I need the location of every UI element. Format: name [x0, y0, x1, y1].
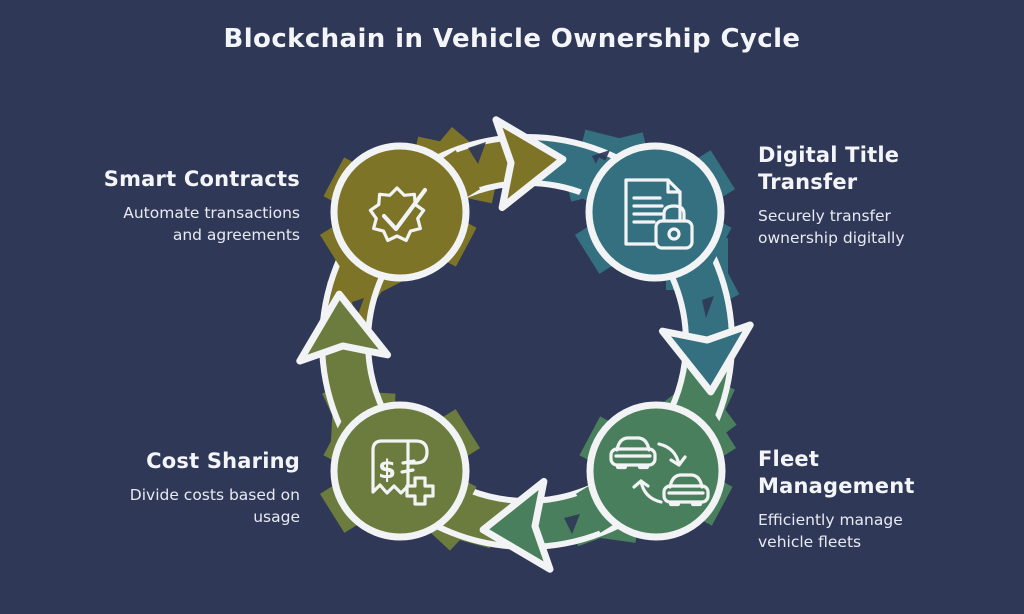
car-roof — [615, 436, 651, 452]
lock-body — [654, 219, 694, 250]
receipt-plus-icon: $ — [371, 439, 435, 506]
swap-arrow-up — [632, 479, 663, 504]
node-circles — [330, 142, 726, 541]
node-title: Digital Title Transfer — [758, 143, 900, 194]
car-body — [609, 447, 657, 467]
arc-navy-patch — [468, 142, 486, 164]
car-swap-icon — [609, 436, 710, 507]
check-mark — [381, 187, 428, 232]
lock-shackle — [662, 204, 686, 223]
cycle-arrow-right — [658, 321, 754, 396]
receipt-roll — [406, 439, 429, 465]
arc-navy-patch — [702, 296, 714, 318]
lock-keyhole — [667, 227, 681, 241]
document-fold — [666, 178, 682, 194]
arc-navy-patch — [564, 514, 580, 534]
page-title: Blockchain in Vehicle Ownership Cycle — [223, 24, 801, 54]
node-title: Cost Sharing — [146, 449, 300, 473]
node-circle-digital-title-transfer — [585, 142, 725, 282]
swap-arrow-down — [657, 442, 687, 467]
node-description: Automate transactions and agreements — [123, 203, 300, 244]
gear-check-icon — [368, 186, 428, 242]
dollar-sign: $ — [378, 455, 396, 485]
node-text-fleet-management: Fleet Management Efficiently manage vehi… — [758, 446, 950, 553]
node-title: Smart Contracts — [103, 167, 300, 191]
node-description: Divide costs based on usage — [129, 485, 300, 526]
node-text-smart-contracts: Smart Contracts Automate transactions an… — [95, 166, 300, 246]
node-description: Securely transfer ownership digitally — [758, 206, 905, 247]
document-sheet — [624, 178, 682, 246]
car-body — [662, 484, 710, 504]
car-roof — [668, 473, 704, 489]
plus-cross — [405, 476, 435, 506]
cycle-arrowheads — [296, 116, 754, 573]
cycle-arrow-bottom — [479, 477, 554, 573]
document-lines — [632, 196, 664, 224]
node-circle-fleet-management — [586, 401, 726, 541]
document-lock-icon — [624, 178, 694, 250]
cycle-arrow-top — [492, 116, 567, 212]
node-title: Fleet Management — [758, 447, 915, 498]
node-circle-smart-contracts — [330, 142, 470, 282]
node-icons: $ — [368, 178, 710, 507]
node-description: Efficiently manage vehicle fleets — [758, 510, 903, 551]
cycle-arrow-left — [296, 290, 392, 365]
node-text-cost-sharing: Cost Sharing Divide costs based on usage — [95, 448, 300, 528]
receipt-equals-lines — [400, 459, 416, 474]
node-circle-cost-sharing — [330, 401, 470, 541]
receipt-sheet — [371, 439, 410, 495]
node-text-digital-title-transfer: Digital Title Transfer Securely transfer… — [758, 142, 950, 249]
